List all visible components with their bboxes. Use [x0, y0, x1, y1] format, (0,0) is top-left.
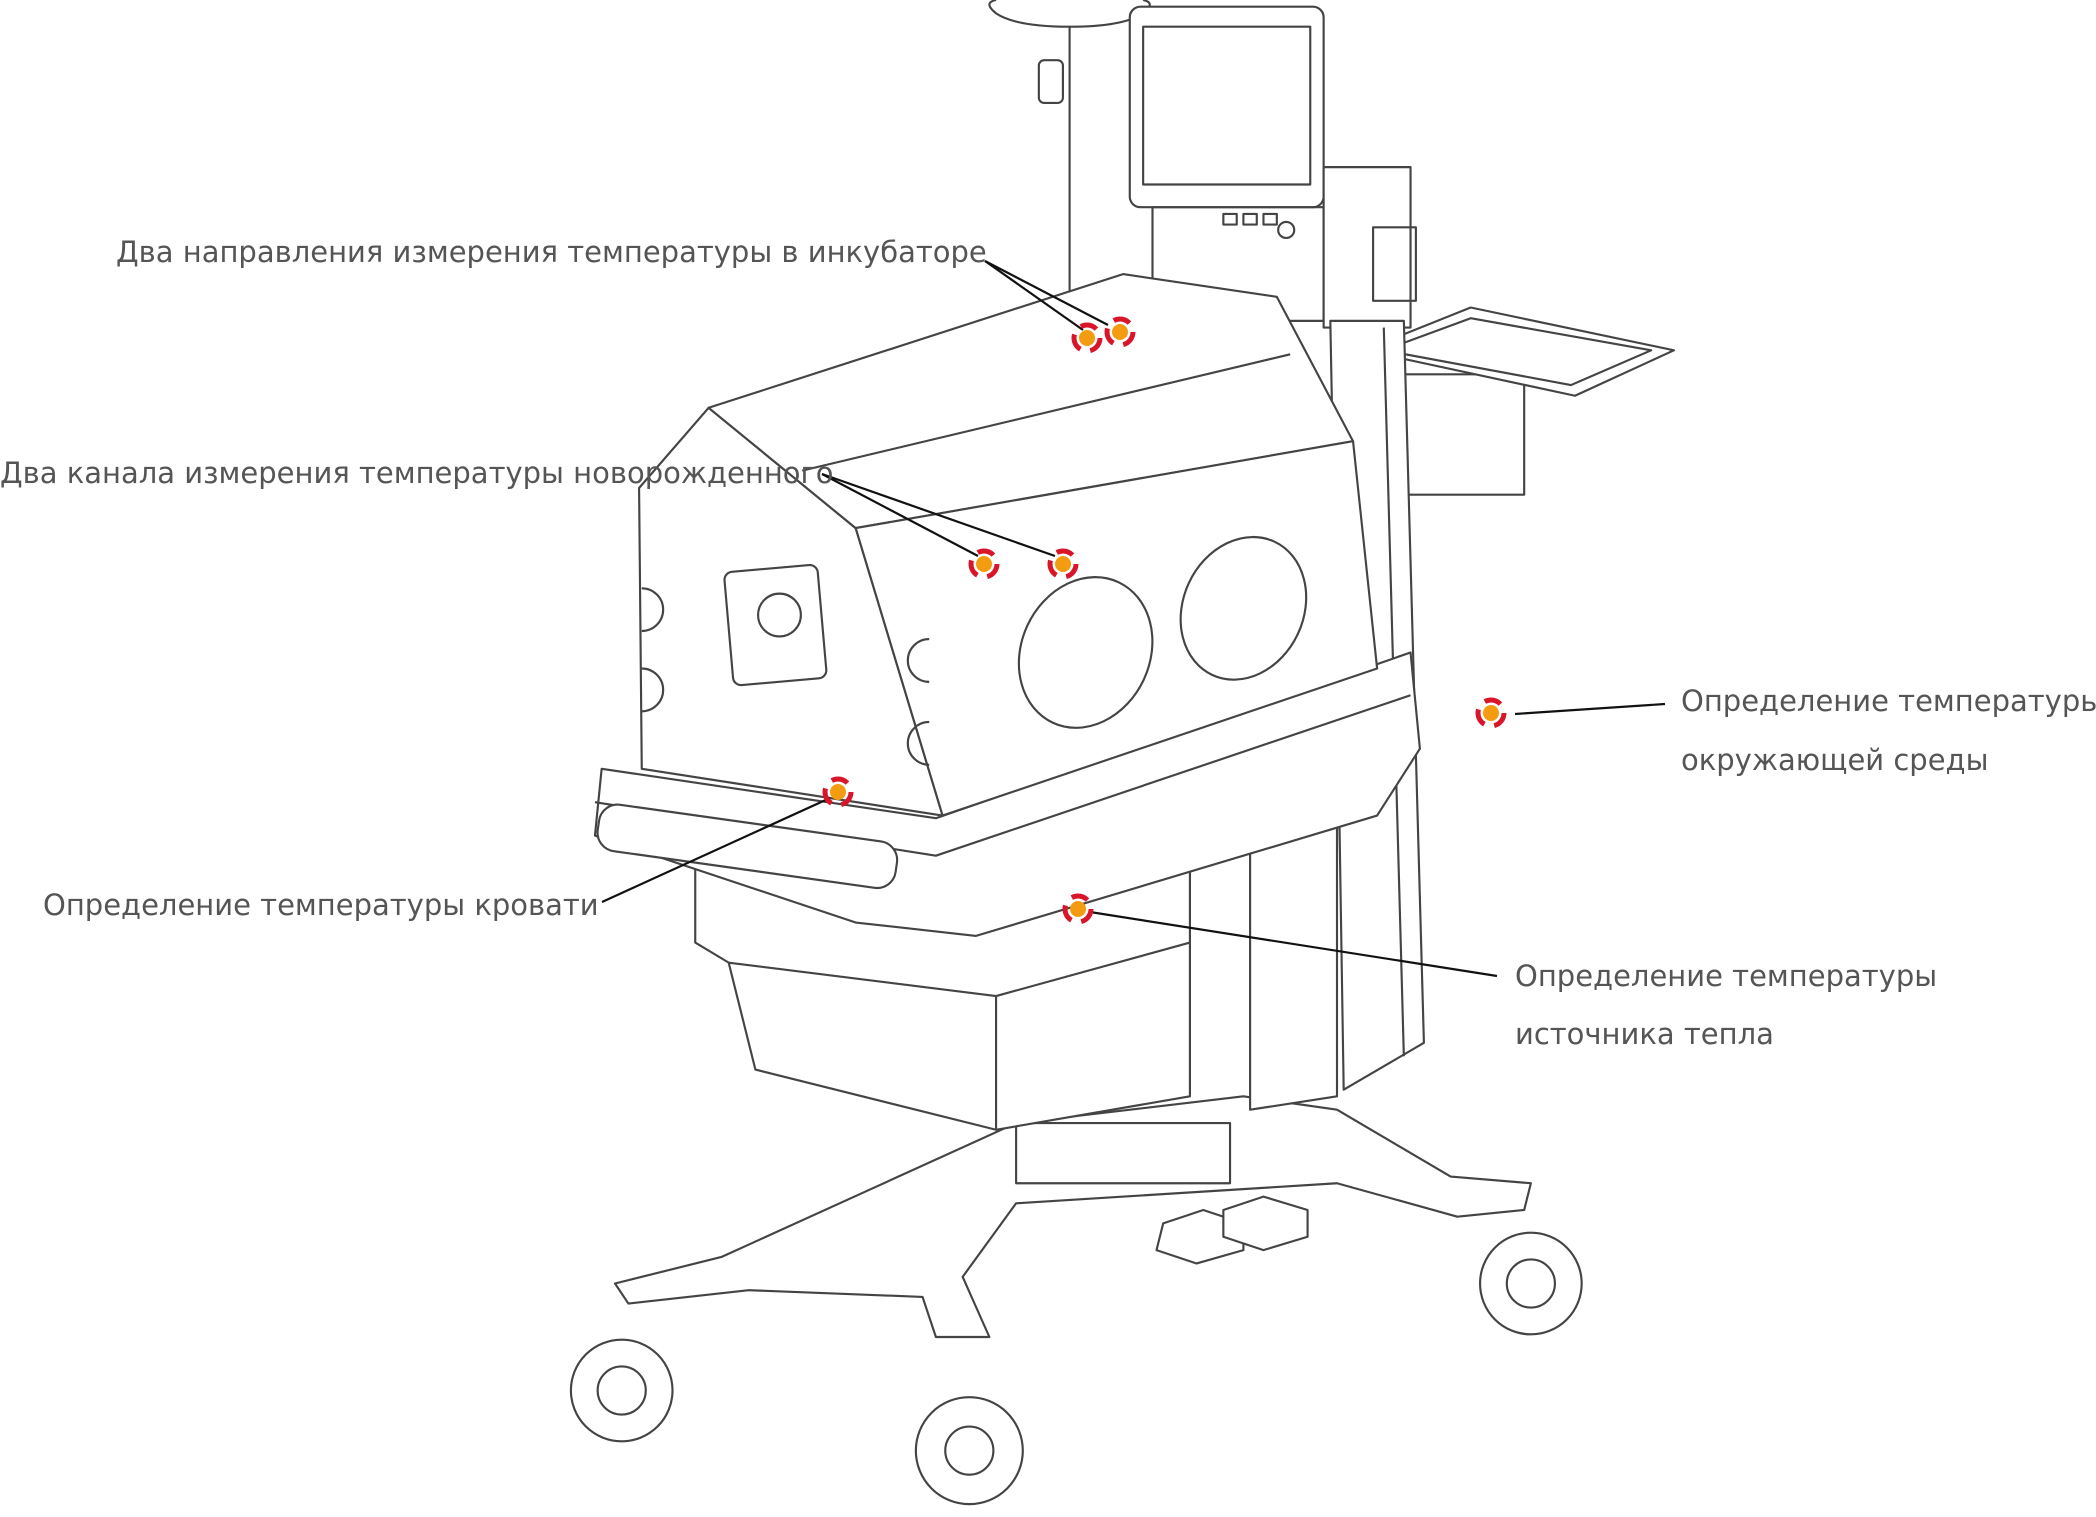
label-mattress-temp: Определение температуры кровати: [43, 888, 599, 922]
temperature-sensor-icon: [1478, 700, 1504, 726]
side-tray: [1362, 306, 1675, 496]
label-incubator-air-temp: Два направления измерения температуры в …: [116, 235, 987, 269]
monitor: [1128, 5, 1417, 329]
label-heater-temp-line2: источника тепла: [1515, 1017, 1774, 1051]
drawer: [694, 774, 1339, 1131]
hood: [638, 273, 1379, 817]
leader-lines: [601, 260, 1666, 978]
label-ambient-temp-line2: окружающей среды: [1681, 743, 1989, 777]
wheels: [569, 1231, 1583, 1506]
label-ambient-temp-line1: Определение температуры: [1681, 684, 2096, 718]
base-frame: [613, 1095, 1532, 1339]
label-heater-temp-line1: Определение температуры: [1515, 959, 1938, 993]
label-infant-skin-temp: Два канала измерения температуры новорож…: [0, 456, 834, 490]
